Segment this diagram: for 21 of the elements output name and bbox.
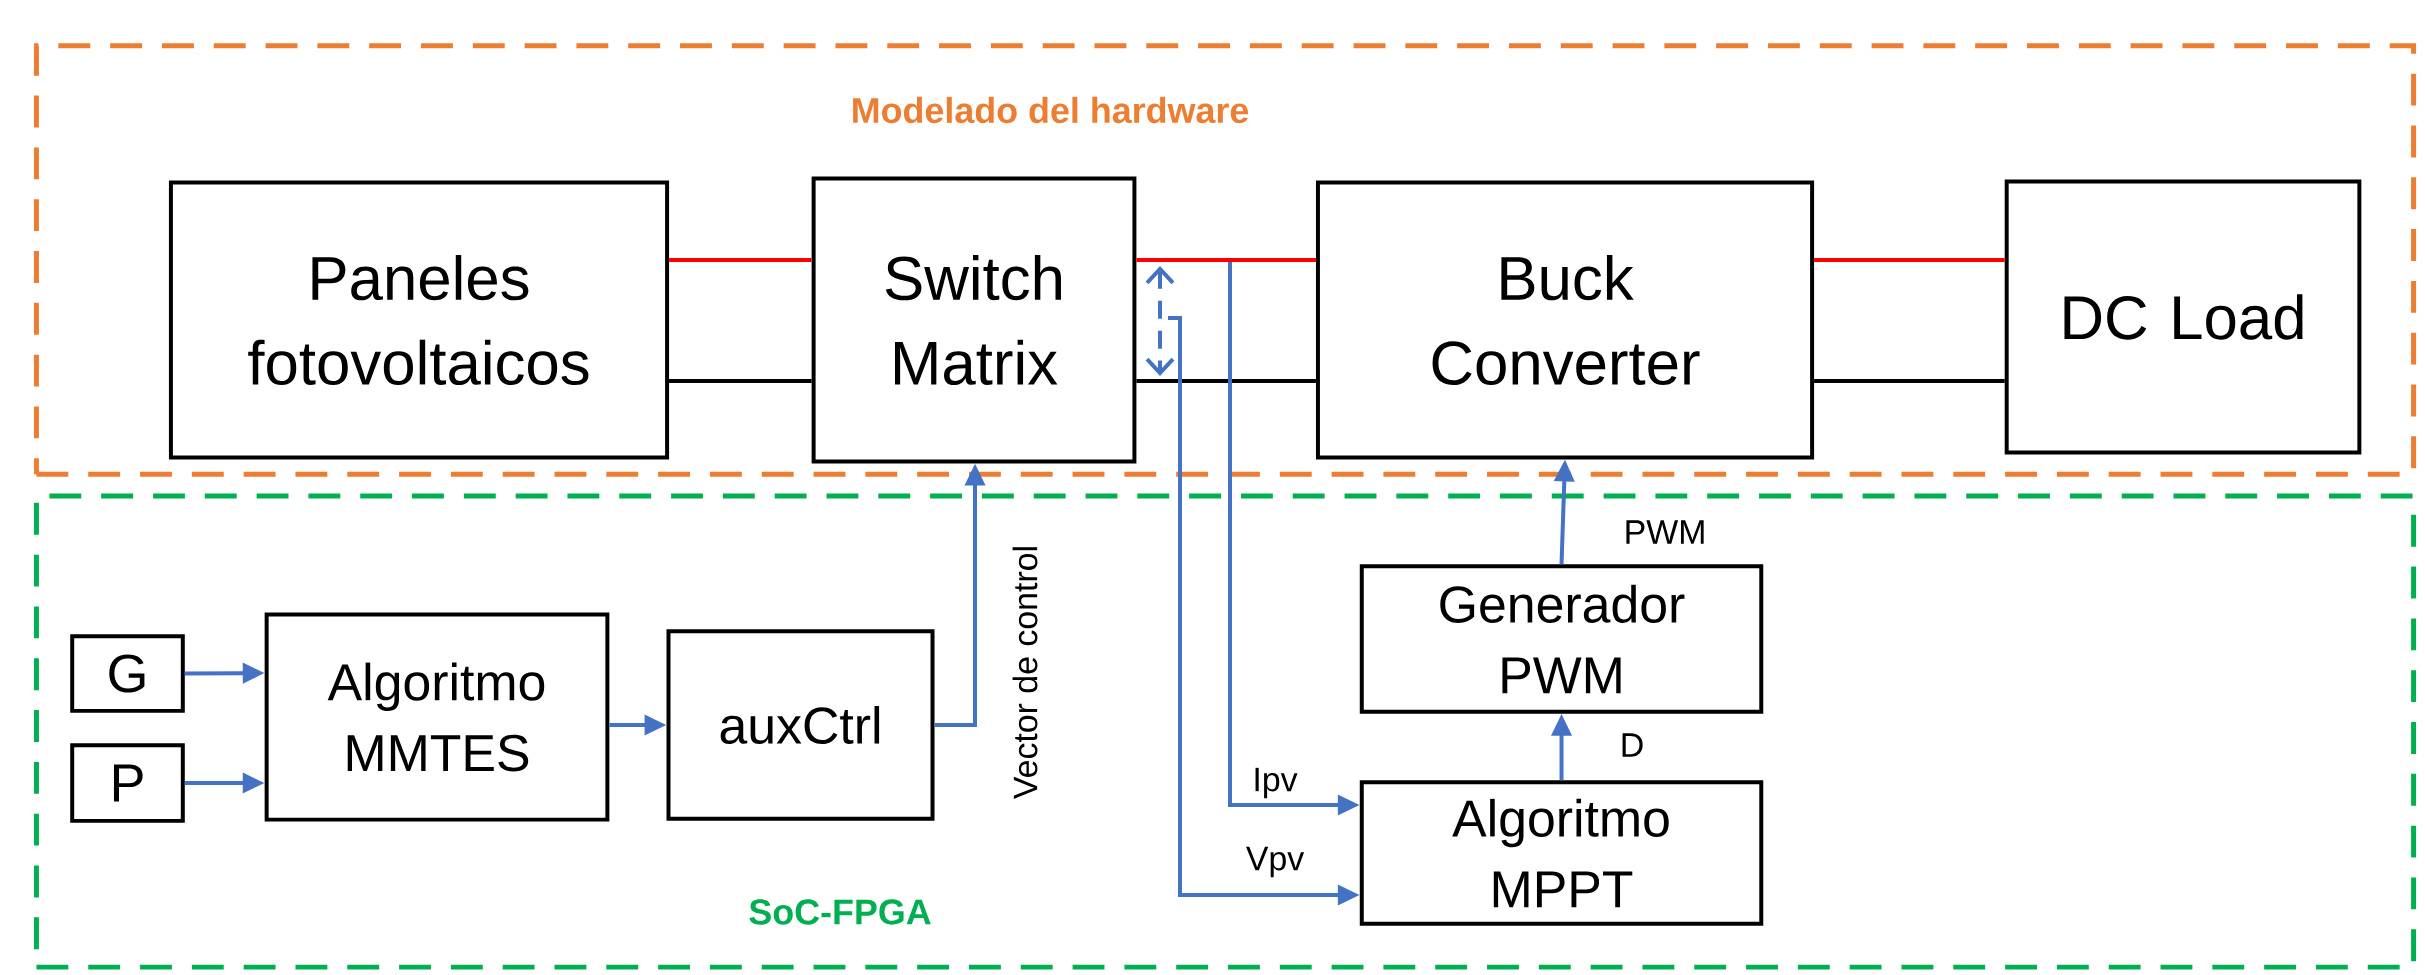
block-box: DC Load <box>2004 179 2362 455</box>
block-box: Algoritmo MMTES <box>264 612 610 822</box>
block-box: Algoritmo MPPT <box>1359 780 1764 926</box>
connector <box>1136 379 1316 383</box>
block-box: Buck Converter <box>1315 180 1815 460</box>
connector <box>669 258 812 262</box>
block-box: auxCtrl <box>666 629 935 821</box>
block-box: Generador PWM <box>1359 564 1764 714</box>
edge-label: PWM <box>1621 518 1709 546</box>
edge-label: Vpv <box>1243 844 1307 880</box>
connector <box>669 379 812 383</box>
connector <box>1814 379 2005 383</box>
edge-label: Vector de control <box>1010 542 1040 802</box>
block-box: P <box>70 743 185 823</box>
edge-label: D <box>1617 731 1647 759</box>
connector <box>1814 258 2005 262</box>
block-box: G <box>70 634 185 713</box>
edge-label: Ipv <box>1250 765 1300 801</box>
block-box: Switch Matrix <box>811 176 1137 464</box>
block-box: Paneles fotovoltaicos <box>168 180 670 460</box>
connector <box>1136 258 1316 262</box>
